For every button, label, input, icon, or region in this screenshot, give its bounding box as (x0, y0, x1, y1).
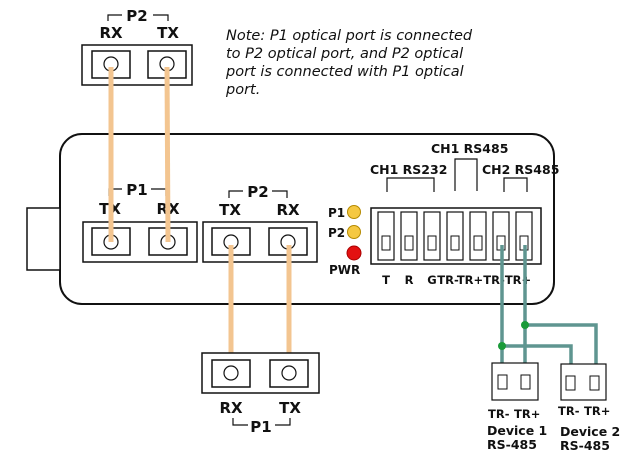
led-pwr-label: PWR (329, 263, 360, 277)
wire-junction (521, 321, 529, 329)
note-text: Note: P1 optical port is connected to P2… (225, 28, 473, 98)
top-rx-label: RX (99, 24, 123, 42)
terminal-slot (377, 211, 395, 261)
led-p1-label: P1 (328, 206, 345, 220)
terminal-label: G (427, 273, 436, 287)
status-leds: P1 P2 PWR (328, 205, 362, 277)
device1-name: Device 1 (487, 423, 547, 438)
bottom-group-label: P1 (250, 418, 271, 436)
terminal-label: R (405, 273, 414, 287)
bottom-tx-label: TX (279, 399, 301, 417)
device1-pin-label: TR- (488, 407, 510, 421)
note-line: port. (225, 82, 260, 98)
p2-rx-label: RX (276, 201, 300, 219)
note-line: Note: P1 optical port is connected (226, 28, 473, 44)
led-pwr-indicator (346, 245, 362, 261)
fiber-cables (108, 66, 292, 373)
bottom-fiber-module: RX TX P1 (201, 352, 320, 436)
p2-group-label: P2 (247, 183, 268, 201)
terminal-label: TR+ (457, 273, 483, 287)
terminal-slot (515, 211, 533, 261)
terminal-slot (423, 211, 441, 261)
top-fiber-module: P2 RX TX (81, 7, 193, 86)
bottom-rx-port (211, 359, 251, 388)
led-p2-indicator (347, 225, 361, 239)
wire-junction (498, 342, 506, 350)
p2-tx-label: TX (219, 201, 241, 219)
device2-pin-label: TR- (558, 404, 580, 418)
led-p2-label: P2 (328, 226, 345, 240)
device1-type: RS-485 (487, 437, 537, 452)
bottom-rx-label: RX (219, 399, 243, 417)
p1-group-label: P1 (126, 181, 147, 199)
device2-type: RS-485 (560, 438, 610, 453)
terminal-label: TR+ (505, 273, 531, 287)
device2-pin-label: TR+ (584, 404, 610, 418)
terminal-label: TR- (437, 273, 459, 287)
device2-name: Device 2 (560, 424, 620, 439)
terminal-label: TR- (483, 273, 505, 287)
note-line: to P2 optical port, and P2 optical (226, 46, 463, 62)
din-rail-tab (26, 207, 61, 271)
note-line: port is connected with P1 optical (225, 64, 464, 80)
top-tx-label: TX (157, 24, 179, 42)
terminal-slot (400, 211, 418, 261)
ch2-rs485-label: CH2 RS485 (482, 162, 559, 177)
ch1-rs485-label: CH1 RS485 (431, 141, 508, 156)
device-2: TR- TR+ Device 2 RS-485 (558, 363, 620, 453)
terminal-slot (469, 211, 487, 261)
terminal-label: T (382, 273, 390, 287)
terminal-slot (446, 211, 464, 261)
device1-pin-label: TR+ (514, 407, 540, 421)
top-group-label: P2 (126, 7, 147, 25)
device-1: TR- TR+ Device 1 RS-485 (487, 362, 547, 452)
ch1-rs232-label: CH1 RS232 (370, 162, 447, 177)
bottom-tx-port (269, 359, 309, 388)
fiber-cable (164, 66, 171, 243)
led-p1-indicator (347, 205, 361, 219)
